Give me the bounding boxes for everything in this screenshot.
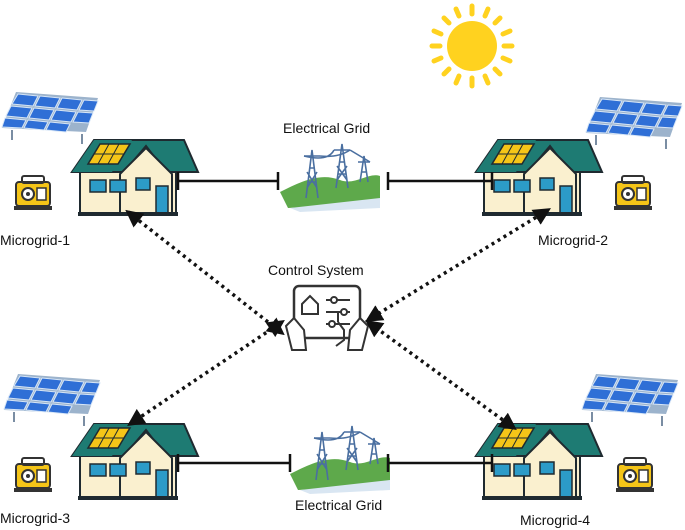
grid-label-bottom: Electrical Grid [295, 497, 383, 513]
solar-panel-icon [585, 96, 683, 150]
house-icon [475, 423, 603, 501]
grid-connector-bottom-right [386, 454, 494, 472]
link-mg4-control [365, 319, 517, 431]
link-mg2-control [365, 208, 551, 322]
solar-panel-icon [3, 373, 101, 427]
microgrid-2-label: Microgrid-2 [538, 232, 609, 248]
microgrid-1-label: Microgrid-1 [0, 232, 71, 248]
generator-icon [613, 175, 653, 211]
solar-panel-icon [1, 91, 99, 145]
microgrid-4-label: Microgrid-4 [520, 512, 591, 528]
generator-icon [615, 457, 655, 493]
house-icon [475, 139, 603, 217]
grid-connector-top-right [386, 172, 494, 190]
link-mg3-control [127, 320, 285, 426]
generator-icon [13, 457, 53, 493]
generator-icon [13, 175, 53, 211]
grid-connector-top-left [176, 172, 280, 190]
power-tower-icon [289, 425, 391, 495]
grid-label-top: Electrical Grid [283, 120, 371, 136]
solar-panel-icon [581, 373, 679, 427]
link-mg1-control [125, 209, 285, 336]
grid-connector-bottom-left [176, 454, 292, 472]
sun-icon [429, 3, 515, 89]
tablet-control-icon [284, 284, 370, 352]
power-tower-icon [279, 143, 381, 213]
control-system-label: Control System [268, 262, 364, 278]
microgrid-3-label: Microgrid-3 [0, 510, 71, 526]
